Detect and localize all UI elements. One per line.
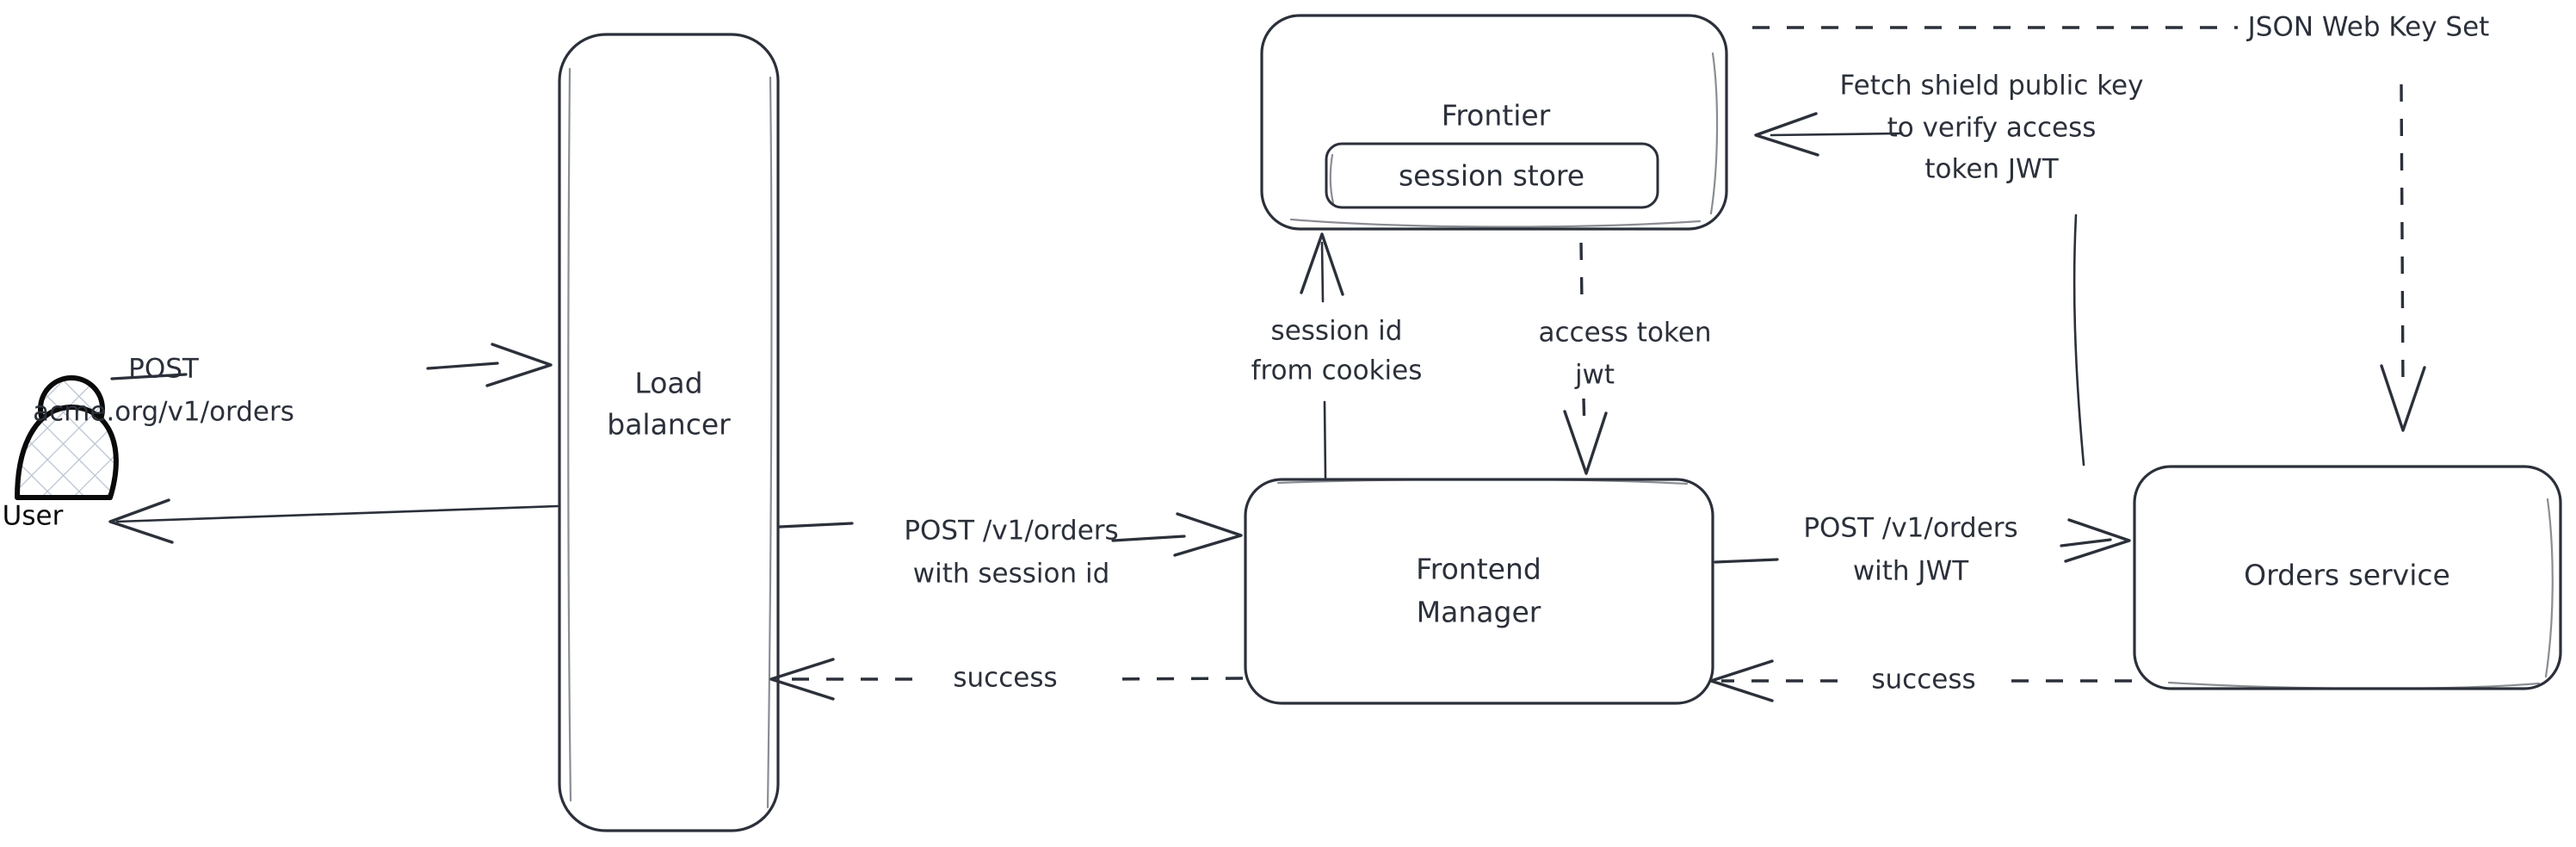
node-frontend-manager-label-line2: Manager	[1417, 596, 1541, 629]
edge-load-balancer-to-user	[108, 498, 559, 544]
edge-frontier-to-frontend-manager-access-token: access token jwt	[1538, 242, 1712, 475]
edge-load-balancer-to-frontend-manager: POST /v1/orders with session id	[778, 512, 1243, 590]
edge-orders-success-label: success	[1871, 665, 1975, 696]
edge-load-balancer-to-frontend-manager-label-line1: POST /v1/orders	[904, 516, 1118, 547]
edge-load-balancer-to-frontend-manager-label-line2: with session id	[913, 559, 1110, 590]
edge-fetch-key-label-line1: Fetch shield public key	[1840, 71, 2144, 102]
edge-post-jwt-label-line1: POST /v1/orders	[1803, 513, 2017, 544]
edge-frontend-manager-to-orders-service: POST /v1/orders with JWT	[1714, 513, 2131, 587]
edge-post-jwt-label-line2: with JWT	[1853, 556, 1969, 587]
node-load-balancer-label-line1: Load	[634, 367, 702, 400]
edge-session-id-label-line1: session id	[1271, 316, 1403, 347]
person-icon	[15, 375, 119, 500]
edge-orders-service-to-frontend-manager-success: success	[1709, 659, 2132, 702]
node-orders-service[interactable]: Orders service	[2133, 465, 2562, 690]
edge-frontier-to-orders-service-jwks: JSON Web Key Set	[1752, 12, 2490, 432]
node-session-store[interactable]: session store	[1325, 142, 1659, 209]
edge-user-to-load-balancer: POST acme.org/v1/orders	[33, 343, 553, 428]
edge-frontend-manager-to-frontier-session-id: session id from cookies	[1251, 232, 1423, 479]
node-frontier-label: Frontier	[1442, 99, 1551, 133]
edge-access-token-label-line2: jwt	[1574, 360, 1615, 391]
node-frontier[interactable]: Frontier session store	[1260, 14, 1728, 231]
edge-fetch-key-label-line2: to verify access	[1887, 113, 2097, 144]
edge-frontend-manager-to-load-balancer-success: success	[769, 658, 1244, 701]
edge-orders-service-to-frontier-fetch-key: Fetch shield public key to verify access…	[1754, 71, 2144, 467]
user-actor: User	[3, 375, 119, 532]
node-frontend-manager[interactable]: Frontend Manager	[1244, 478, 1714, 705]
edge-access-token-label-line1: access token	[1538, 318, 1711, 349]
edge-session-id-label-line2: from cookies	[1251, 355, 1423, 386]
edge-jwks-label: JSON Web Key Set	[2246, 12, 2490, 43]
user-actor-label: User	[3, 501, 64, 532]
edge-user-to-load-balancer-label-line2: acme.org/v1/orders	[33, 397, 294, 428]
node-load-balancer[interactable]: Load balancer	[558, 33, 780, 832]
edge-user-to-load-balancer-label-line1: POST	[128, 354, 200, 385]
edge-frontend-manager-to-load-balancer-success-label: success	[953, 663, 1057, 694]
node-load-balancer-label-line2: balancer	[607, 408, 731, 442]
node-frontend-manager-label-line1: Frontend	[1416, 553, 1541, 586]
node-session-store-label: session store	[1399, 159, 1585, 193]
node-orders-service-label: Orders service	[2244, 559, 2450, 592]
edge-fetch-key-label-line3: token JWT	[1924, 154, 2059, 185]
